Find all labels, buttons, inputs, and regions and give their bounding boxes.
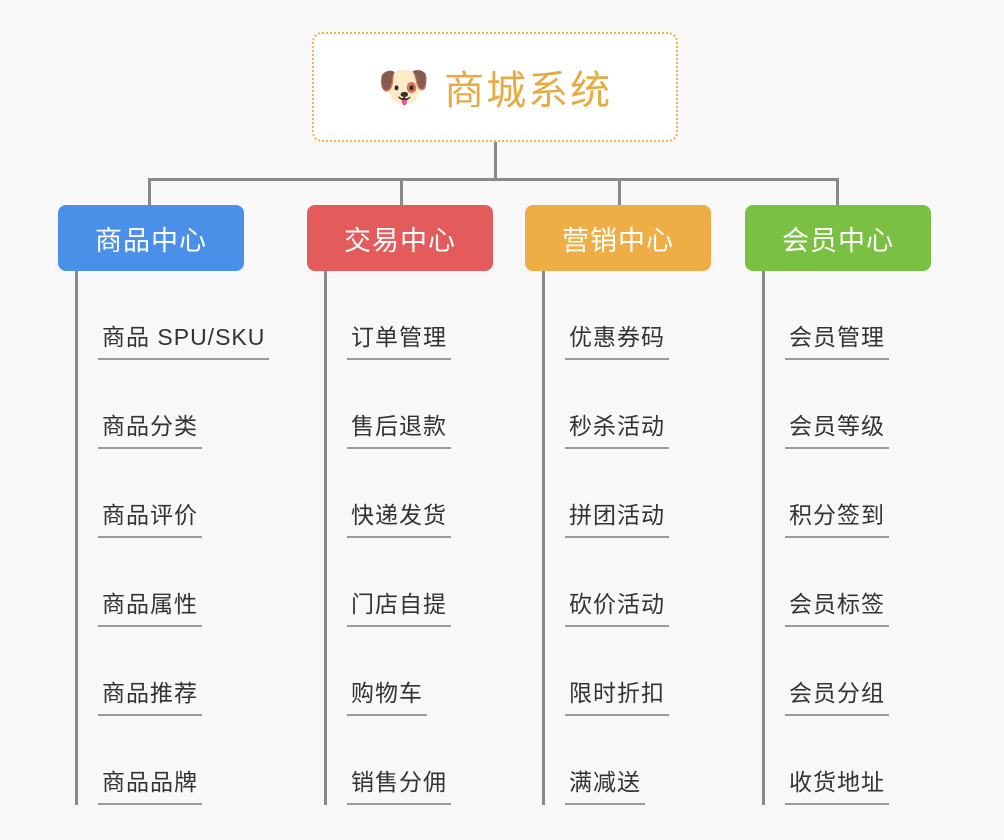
leaf-item[interactable]: 砍价活动 <box>525 538 711 627</box>
leaf-item[interactable]: 会员分组 <box>745 627 931 716</box>
category-column-2: 交易中心 订单管理 售后退款 快递发货 门店自提 购物车 销售分佣 <box>307 205 493 805</box>
connector-drop-2 <box>400 178 403 206</box>
leaf-item[interactable]: 满减送 <box>525 716 711 805</box>
leaf-label: 优惠券码 <box>565 318 669 360</box>
leaf-item[interactable]: 商品品牌 <box>58 716 244 805</box>
connector-drop-4 <box>836 178 839 206</box>
leaf-item[interactable]: 订单管理 <box>307 271 493 360</box>
leaf-item[interactable]: 商品评价 <box>58 449 244 538</box>
connector-drop-3 <box>618 178 621 206</box>
leaf-label: 商品品牌 <box>98 763 202 805</box>
leaf-list-3: 优惠券码 秒杀活动 拼团活动 砍价活动 限时折扣 满减送 <box>525 271 711 805</box>
leaf-item[interactable]: 商品属性 <box>58 538 244 627</box>
leaf-label: 商品 SPU/SKU <box>98 318 270 360</box>
leaf-item[interactable]: 拼团活动 <box>525 449 711 538</box>
leaf-label: 商品推荐 <box>98 674 202 716</box>
category-column-3: 营销中心 优惠券码 秒杀活动 拼团活动 砍价活动 限时折扣 满减送 <box>525 205 711 805</box>
leaf-label: 销售分佣 <box>347 763 451 805</box>
leaf-item[interactable]: 积分签到 <box>745 449 931 538</box>
root-title: 商城系统 <box>444 69 613 113</box>
leaf-label: 会员分组 <box>785 674 889 716</box>
leaf-label: 积分签到 <box>785 496 889 538</box>
leaf-rail-4 <box>762 271 765 805</box>
leaf-label: 快递发货 <box>347 496 451 538</box>
leaf-item[interactable]: 秒杀活动 <box>525 360 711 449</box>
connector-horizontal-bus <box>148 178 838 181</box>
connector-root-stem <box>494 142 497 180</box>
shiba-dog-face-icon: 🐶 <box>377 63 431 110</box>
leaf-item[interactable]: 限时折扣 <box>525 627 711 716</box>
leaf-label: 秒杀活动 <box>565 407 669 449</box>
leaf-label: 会员等级 <box>785 407 889 449</box>
leaf-label: 商品分类 <box>98 407 202 449</box>
leaf-label: 满减送 <box>565 763 645 805</box>
leaf-rail-1 <box>75 271 78 805</box>
category-header-3[interactable]: 营销中心 <box>525 205 711 271</box>
category-header-2[interactable]: 交易中心 <box>307 205 493 271</box>
leaf-item[interactable]: 销售分佣 <box>307 716 493 805</box>
leaf-item[interactable]: 商品 SPU/SKU <box>58 271 270 360</box>
leaf-item[interactable]: 快递发货 <box>307 449 493 538</box>
leaf-item[interactable]: 优惠券码 <box>525 271 711 360</box>
leaf-label: 门店自提 <box>347 585 451 627</box>
leaf-label: 商品属性 <box>98 585 202 627</box>
root-node[interactable]: 🐶 商城系统 <box>312 32 678 142</box>
category-header-1-label: 商品中心 <box>95 225 207 256</box>
leaf-item[interactable]: 购物车 <box>307 627 493 716</box>
leaf-label: 收货地址 <box>785 763 889 805</box>
leaf-rail-2 <box>324 271 327 805</box>
connector-drop-1 <box>148 178 151 206</box>
leaf-label: 砍价活动 <box>565 585 669 627</box>
category-column-4: 会员中心 会员管理 会员等级 积分签到 会员标签 会员分组 收货地址 <box>745 205 931 805</box>
leaf-rail-3 <box>542 271 545 805</box>
leaf-item[interactable]: 会员管理 <box>745 271 931 360</box>
category-header-3-label: 营销中心 <box>562 225 674 256</box>
leaf-item[interactable]: 收货地址 <box>745 716 931 805</box>
category-header-2-label: 交易中心 <box>344 225 456 256</box>
category-header-4-label: 会员中心 <box>782 225 894 256</box>
leaf-label: 商品评价 <box>98 496 202 538</box>
leaf-label: 限时折扣 <box>565 674 669 716</box>
leaf-label: 售后退款 <box>347 407 451 449</box>
leaf-label: 购物车 <box>347 674 427 716</box>
leaf-label: 拼团活动 <box>565 496 669 538</box>
leaf-label: 会员标签 <box>785 585 889 627</box>
leaf-item[interactable]: 商品推荐 <box>58 627 244 716</box>
leaf-list-1: 商品 SPU/SKU 商品分类 商品评价 商品属性 商品推荐 商品品牌 <box>58 271 270 805</box>
leaf-label: 订单管理 <box>347 318 451 360</box>
leaf-item[interactable]: 商品分类 <box>58 360 244 449</box>
leaf-list-2: 订单管理 售后退款 快递发货 门店自提 购物车 销售分佣 <box>307 271 493 805</box>
leaf-item[interactable]: 会员标签 <box>745 538 931 627</box>
leaf-label: 会员管理 <box>785 318 889 360</box>
leaf-list-4: 会员管理 会员等级 积分签到 会员标签 会员分组 收货地址 <box>745 271 931 805</box>
category-header-4[interactable]: 会员中心 <box>745 205 931 271</box>
category-header-1[interactable]: 商品中心 <box>58 205 244 271</box>
leaf-item[interactable]: 会员等级 <box>745 360 931 449</box>
category-column-1: 商品中心 商品 SPU/SKU 商品分类 商品评价 商品属性 商品推荐 商品品牌 <box>58 205 270 805</box>
leaf-item[interactable]: 门店自提 <box>307 538 493 627</box>
leaf-item[interactable]: 售后退款 <box>307 360 493 449</box>
